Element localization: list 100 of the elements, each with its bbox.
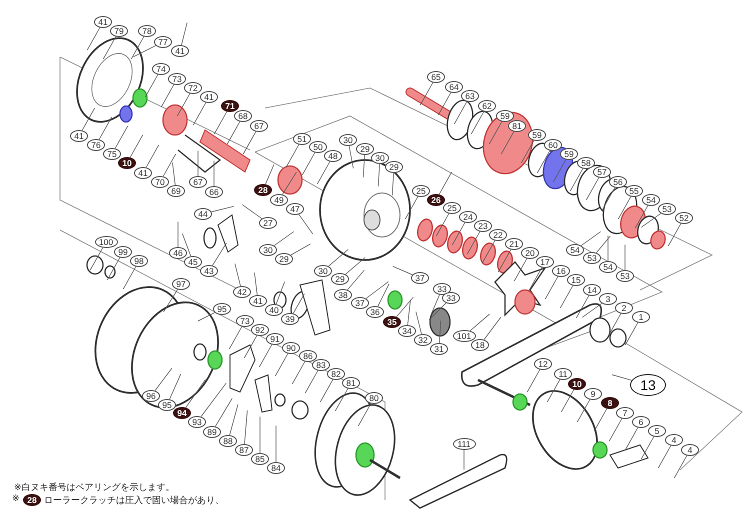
leader-line <box>130 134 144 158</box>
leader-line <box>212 242 227 266</box>
callout-number: 29 <box>331 273 349 285</box>
leader-line <box>345 257 366 275</box>
callout-number: 95 <box>213 303 231 315</box>
leader-line <box>290 244 311 256</box>
callout-number: 111 <box>452 438 476 450</box>
callout-number: 100 <box>94 236 118 248</box>
callout-number: 8 <box>601 397 619 409</box>
callout-number: 25 <box>443 202 461 214</box>
leader-line <box>229 404 238 436</box>
leader-line <box>292 361 306 384</box>
leader-line <box>624 244 626 270</box>
leader-line <box>200 382 227 417</box>
callout-number: 72 <box>184 82 202 94</box>
leader-line <box>420 82 434 106</box>
callout-number: 93 <box>188 416 206 428</box>
leader-line <box>265 164 274 185</box>
callout-number: 60 <box>544 139 562 151</box>
callout-number: 31 <box>430 343 448 355</box>
callout-number: 4 <box>665 434 683 446</box>
callout-number: 78 <box>138 25 156 37</box>
callout-number: 87 <box>235 444 253 456</box>
callout-number: 48 <box>324 150 342 162</box>
leader-line <box>102 36 116 60</box>
callout-number: 42 <box>233 286 251 298</box>
leader-line <box>133 45 156 58</box>
callout-number: 1 <box>632 311 650 323</box>
leader-line <box>582 303 602 318</box>
leader-line <box>634 205 648 228</box>
callout-number: 53 <box>658 203 676 215</box>
leader-line <box>274 231 294 246</box>
leader-line <box>392 172 394 196</box>
leader-line <box>560 285 574 308</box>
leader-line <box>302 152 316 176</box>
leader-line <box>362 154 365 178</box>
callout-number: 84 <box>267 462 285 474</box>
callout-number: 49 <box>270 194 288 206</box>
callout-number: 44 <box>194 208 212 220</box>
leader-line <box>182 233 192 257</box>
callout-number: 14 <box>583 284 601 296</box>
leader-line <box>536 150 550 174</box>
leader-line <box>526 369 540 392</box>
leader-line <box>560 389 574 412</box>
leader-line <box>514 258 528 282</box>
callout-number: 16 <box>552 265 570 277</box>
leader-line <box>407 299 411 326</box>
leader-line <box>328 249 348 267</box>
callout-number: 34 <box>398 325 416 337</box>
callout-number: 97 <box>172 278 190 290</box>
callout-number: 75 <box>103 148 121 160</box>
callout-number: 29 <box>356 143 374 155</box>
leader-line <box>640 436 654 460</box>
leader-line <box>586 177 600 200</box>
note-text: ※ <box>12 494 20 504</box>
callout-number: 59 <box>560 148 578 160</box>
callout-number: 30 <box>339 134 357 146</box>
callout-number: 73 <box>168 73 186 85</box>
leader-line <box>396 296 414 318</box>
leader-line <box>608 418 622 442</box>
leader-line <box>244 335 258 358</box>
callout-number: 69 <box>167 185 185 197</box>
callout-number: 37 <box>351 297 369 309</box>
callout-number: 37 <box>411 272 429 284</box>
leader-line <box>348 146 354 169</box>
callout-number: 35 <box>383 316 401 328</box>
leader-line <box>358 403 372 426</box>
callout-number: 82 <box>327 368 345 380</box>
leader-line <box>242 131 256 154</box>
callout-number: 54 <box>642 194 660 206</box>
leader-line <box>366 281 389 299</box>
callout-number: 50 <box>309 141 327 153</box>
leader-line <box>172 162 176 186</box>
leader-line <box>320 379 334 402</box>
callout-number: 7 <box>616 407 634 419</box>
leader-line <box>378 284 390 307</box>
callout-number: 74 <box>152 63 170 75</box>
callout-number: 98 <box>130 255 148 267</box>
callout-number: 63 <box>461 90 479 102</box>
leader-line <box>304 370 318 394</box>
callout-number: 30 <box>259 244 277 256</box>
callout-number: 28 <box>23 494 41 506</box>
callout-number: 64 <box>445 81 463 93</box>
callout-number: 67 <box>189 176 207 188</box>
leader-line <box>470 314 490 332</box>
callout-number: 22 <box>489 229 507 241</box>
leader-line <box>211 206 234 212</box>
leader-line <box>416 311 422 334</box>
callout-number: 62 <box>478 100 496 112</box>
callout-number: 52 <box>675 212 693 224</box>
callout-number: 20 <box>521 247 539 259</box>
leader-line <box>618 196 632 220</box>
leader-line <box>612 374 632 381</box>
leader-line <box>90 247 104 270</box>
leader-line <box>438 172 452 195</box>
leader-line <box>244 410 248 444</box>
callout-number: 38 <box>334 289 352 301</box>
leader-line <box>500 131 514 154</box>
callout-number: 53 <box>583 252 601 264</box>
leader-line <box>392 266 413 276</box>
